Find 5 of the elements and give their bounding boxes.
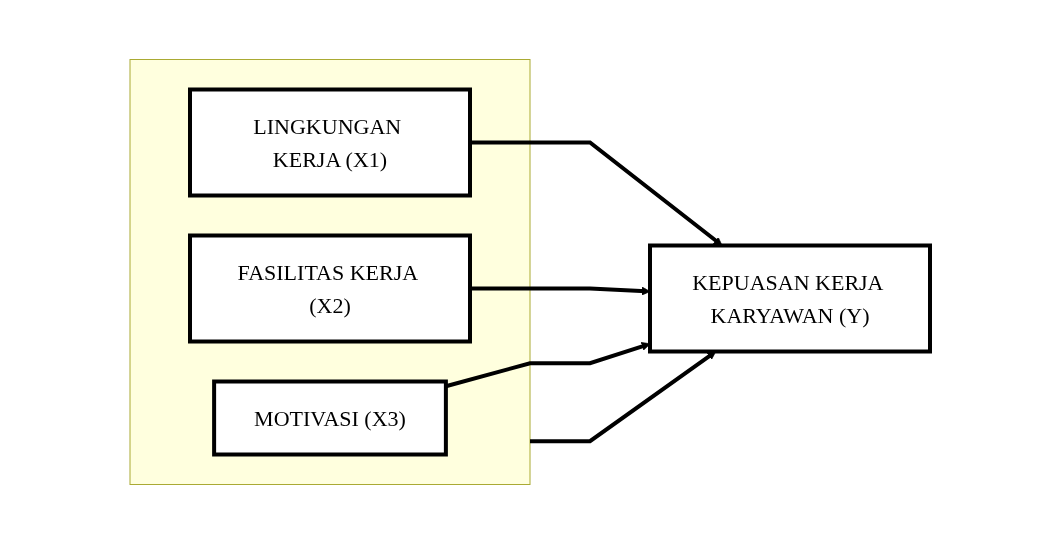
node-box: KEPUASAN KERJA KARYAWAN (Y) xyxy=(648,243,932,353)
cluster xyxy=(129,58,531,485)
node-box: LINGKUNGAN KERJA (X1) xyxy=(188,87,472,197)
node-box: MOTIVASI (X3) xyxy=(212,379,448,456)
node-box: FASILITAS KERJA (X2) xyxy=(188,233,472,343)
